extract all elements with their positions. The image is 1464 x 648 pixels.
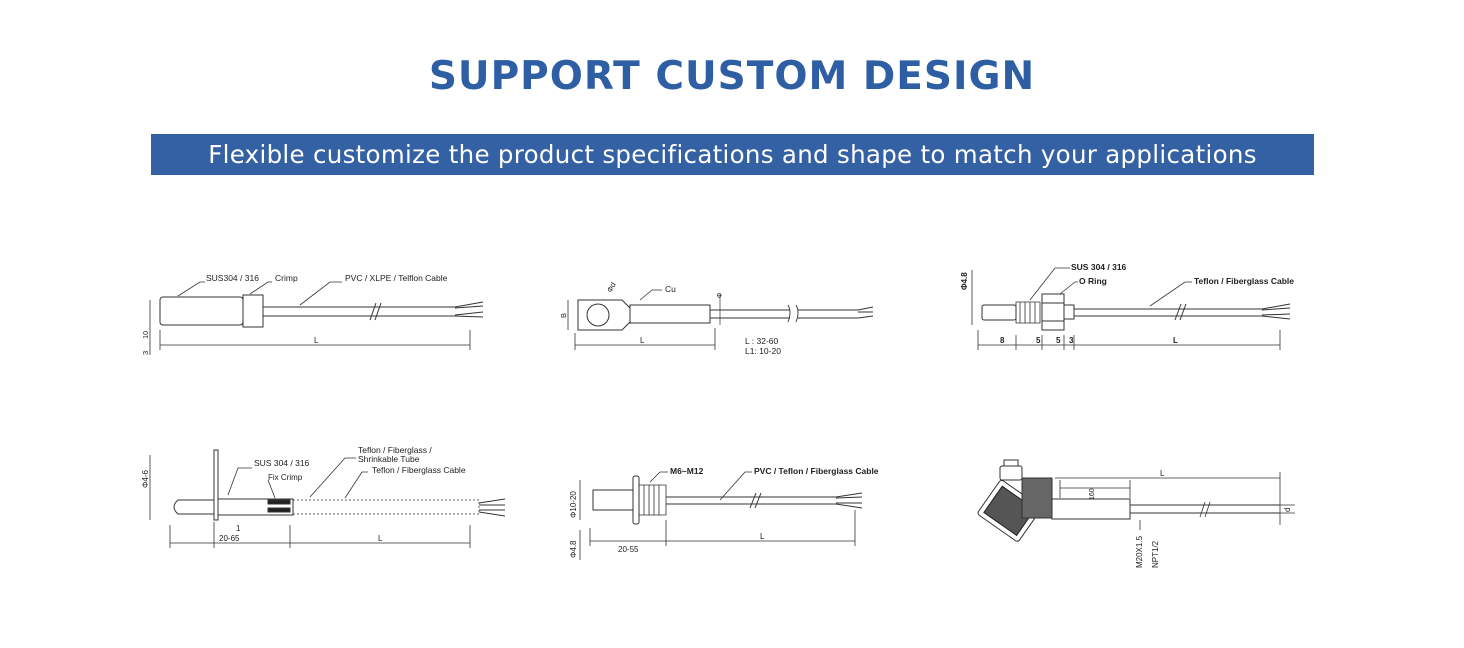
d4-length-label: L bbox=[378, 534, 383, 543]
d1-crimp-label: Crimp bbox=[275, 273, 298, 283]
d2-range-l1-label: L1: 10-20 bbox=[745, 346, 781, 356]
d1-length-label: L bbox=[314, 336, 319, 345]
d6-length-label: L bbox=[1160, 469, 1165, 478]
d3-tip bbox=[981, 304, 1017, 321]
d2-barrel bbox=[629, 304, 711, 324]
drawing-5 bbox=[579, 471, 863, 560]
d6-thread2-label: NPT1/2 bbox=[1151, 540, 1160, 568]
drawing-3 bbox=[971, 267, 1291, 350]
d4-cable-label: Teflon / Fiberglass Cable bbox=[372, 465, 466, 475]
d4-d1-label: 1 bbox=[236, 524, 241, 533]
d3-hex bbox=[1041, 293, 1065, 331]
d2-ring-lug bbox=[577, 299, 631, 331]
d2-phi-label: Φ bbox=[717, 292, 724, 298]
d2-range-l-label: L : 32-60 bbox=[745, 336, 779, 346]
d1-dim-b-label: 10 bbox=[141, 331, 150, 339]
d5-range-label: 20-55 bbox=[618, 545, 639, 554]
d3-dia-label: Φ4.8 bbox=[960, 272, 969, 290]
d4-material-label: SUS 304 / 316 bbox=[254, 458, 310, 468]
d5-tip bbox=[592, 489, 634, 511]
d6-junction-head bbox=[977, 479, 1042, 542]
d3-d1-label: 8 bbox=[1000, 336, 1005, 345]
page-title: SUPPORT CUSTOM DESIGN bbox=[428, 54, 1036, 99]
d1-cable-label: PVC / XLPE / Telflon Cable bbox=[345, 273, 448, 283]
d3-d2-label: 5 bbox=[1036, 336, 1041, 345]
drawing-2 bbox=[567, 289, 874, 350]
d3-oring-label: O Ring bbox=[1079, 276, 1107, 286]
d3-length-label: L bbox=[1173, 336, 1178, 345]
d3-d3-label: 5 bbox=[1056, 336, 1061, 345]
d1-material-label: SUS304 / 316 bbox=[206, 273, 259, 283]
d5-length-label: L bbox=[760, 532, 765, 541]
d3-cable-label: Teflon / Fiberglass Cable bbox=[1194, 276, 1294, 286]
d4-flange bbox=[213, 449, 219, 521]
d5-thread-label: M6~M12 bbox=[670, 466, 704, 476]
d2-hole-label: Φd bbox=[605, 281, 618, 294]
d3-d4-label: 3 bbox=[1069, 336, 1074, 345]
drawing-4 bbox=[149, 449, 506, 548]
d5-dia2-label: Φ4.8 bbox=[569, 540, 578, 558]
d1-crimp bbox=[242, 294, 264, 328]
d2-b-label: B bbox=[559, 313, 568, 318]
d5-cable-label: PVC / Teflon / Fiberglass Cable bbox=[754, 466, 879, 476]
d4-range-label: 20-65 bbox=[219, 534, 240, 543]
drawing-1 bbox=[149, 281, 484, 355]
d1-probe-body bbox=[159, 296, 244, 326]
d6-l1-label: 160 bbox=[1089, 488, 1096, 500]
subtitle-banner: Flexible customize the product specifica… bbox=[151, 134, 1314, 175]
d2-length-label: L bbox=[640, 336, 645, 345]
subtitle-text: Flexible customize the product specifica… bbox=[208, 140, 1257, 169]
d6-dia-label: d bbox=[1283, 508, 1292, 512]
d4-fix-label: Fix Crimp bbox=[268, 473, 303, 482]
d6-thread1-label: M20X1.5 bbox=[1135, 535, 1144, 568]
d1-dim-a-label: 3 bbox=[141, 351, 150, 355]
drawing-6 bbox=[977, 459, 1295, 542]
d5-dia1-label: Φ10-20 bbox=[569, 491, 578, 518]
d4-tube bbox=[292, 499, 480, 515]
d4-tube2-label: Shrinkable Tube bbox=[358, 454, 420, 464]
d4-dia-label: Φ4-6 bbox=[141, 470, 150, 488]
d4-tube1-label: Teflon / Fiberglass / bbox=[358, 445, 432, 455]
d5-flange bbox=[632, 475, 640, 525]
d2-ring-label: Cu bbox=[665, 284, 676, 294]
d3-material-label: SUS 304 / 316 bbox=[1071, 262, 1127, 272]
